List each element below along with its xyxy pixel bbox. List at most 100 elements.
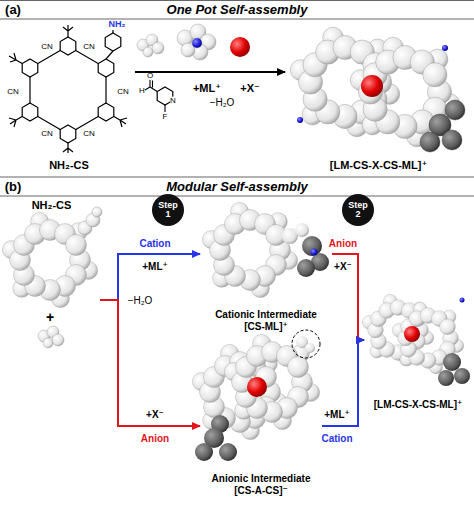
reagent-label: +X⁻ (334, 261, 352, 272)
bond-path (114, 117, 127, 128)
panel-letter: (a) (5, 3, 21, 17)
ring-copy (350, 37, 459, 146)
atom-sphere (311, 249, 318, 256)
atom-sphere (192, 38, 202, 48)
atom-sphere (420, 132, 440, 152)
bond-line (106, 51, 113, 59)
atom-sphere (195, 443, 213, 461)
atom-label: O (147, 72, 153, 81)
atom-sphere (292, 330, 320, 358)
bond-line (0, 0, 474, 1)
atom-sphere (302, 236, 322, 256)
ring-copy (98, 103, 114, 121)
atom-sphere (297, 259, 315, 277)
group-label: CN (83, 43, 95, 52)
reagent-label: +X⁻ (146, 409, 164, 420)
aldehyde-spheres (38, 326, 64, 348)
bond-line (0, 19, 474, 20)
bond-path (9, 53, 22, 64)
atom-sphere (443, 353, 461, 371)
atom-label: N (170, 97, 176, 106)
arrow-label: −H₂O (210, 97, 235, 108)
group-label: CN (7, 88, 19, 97)
anion-sphere (230, 37, 250, 57)
reaction-arrow (100, 300, 200, 426)
atom-sphere (297, 117, 303, 123)
group-label: CN (41, 130, 53, 139)
atom-label: F (163, 113, 168, 122)
arrow-label: Cation (139, 238, 170, 249)
reagent-label: −H₂O (128, 295, 153, 306)
reagent-label: +ML⁺ (324, 409, 350, 420)
macrocycle-structure (9, 25, 127, 153)
ring-copy (98, 59, 114, 77)
panel-title: Modular Self-assembly (166, 180, 308, 194)
plus-sign: + (46, 310, 54, 325)
atom-sphere (442, 130, 462, 150)
molecule-group (78, 207, 102, 235)
panel-title: One Pot Self-assembly (167, 3, 308, 17)
node-label: Cationic Intermediate (215, 309, 317, 321)
step-badge: Step 1 (152, 194, 184, 226)
aldehyde-spheres (137, 34, 164, 57)
metal-complex (177, 24, 216, 60)
bond-path (145, 80, 165, 112)
molecule-node: Cationic Intermediate[CS-ML]⁺ (200, 198, 332, 332)
molecule-group (420, 100, 465, 152)
product-assembly (290, 27, 465, 152)
bond-line (0, 177, 474, 178)
reagent-label: +ML⁺ (193, 82, 221, 94)
atom-sphere (219, 443, 237, 461)
node-label: NH₂-CS (32, 199, 72, 212)
arrow-label: Anion (329, 238, 357, 249)
ring-copy (105, 33, 121, 51)
molecule-group (350, 37, 459, 146)
molecule-node: Anionic Intermediate[CS-A-CS]⁻ (200, 338, 322, 496)
atom-sphere (438, 370, 454, 386)
ring-copy (22, 59, 38, 77)
molecule-node: [LM-CS-X-CS-ML]⁺ (364, 275, 472, 410)
node-label: [CS-ML]⁺ (244, 321, 288, 333)
bond-path (9, 117, 22, 128)
ring-copy (22, 103, 38, 121)
reagent-label: +X⁻ (240, 82, 260, 94)
cationic-intermediate (202, 202, 329, 297)
molecule-node: NH₂-CS (3, 22, 135, 172)
product-assembly (362, 294, 470, 386)
ring-copy (2, 212, 97, 307)
arrow-label: Anion (141, 433, 169, 444)
reaction-arrow (322, 340, 364, 426)
step-label: Step 2 (346, 201, 370, 220)
node-label: [LM-CS-X-CS-ML]⁺ (374, 399, 463, 411)
reaction-arrow (100, 254, 200, 300)
atom-sphere (460, 298, 465, 303)
atom-sphere (445, 100, 465, 120)
panel-letter: (b) (5, 180, 22, 194)
ring-copy (392, 302, 463, 373)
group-label: CN (83, 130, 95, 139)
atom-sphere (92, 207, 102, 217)
atom-sphere (454, 368, 470, 384)
anionic-intermediate (192, 330, 320, 461)
ring-copy (202, 202, 297, 297)
atom-sphere (247, 377, 267, 397)
node-label: [LM-CS-X-CS-ML]⁺ (330, 159, 427, 172)
atom-label: H (139, 87, 145, 96)
atom-sphere (361, 75, 383, 97)
group-label: NH₂ (109, 20, 126, 30)
bond-line (0, 196, 474, 197)
atom-sphere (152, 42, 164, 54)
ring-outline (30, 46, 106, 134)
bond-path (63, 25, 73, 37)
group-label: CN (41, 43, 53, 52)
step-label: Step 1 (156, 201, 180, 220)
ring-copy (60, 37, 76, 55)
arrow-label: Cation (321, 433, 352, 444)
atom-sphere (295, 223, 309, 237)
atom-sphere (404, 326, 420, 342)
ring-copy (60, 125, 76, 143)
macrocycle-spheres (2, 207, 102, 308)
